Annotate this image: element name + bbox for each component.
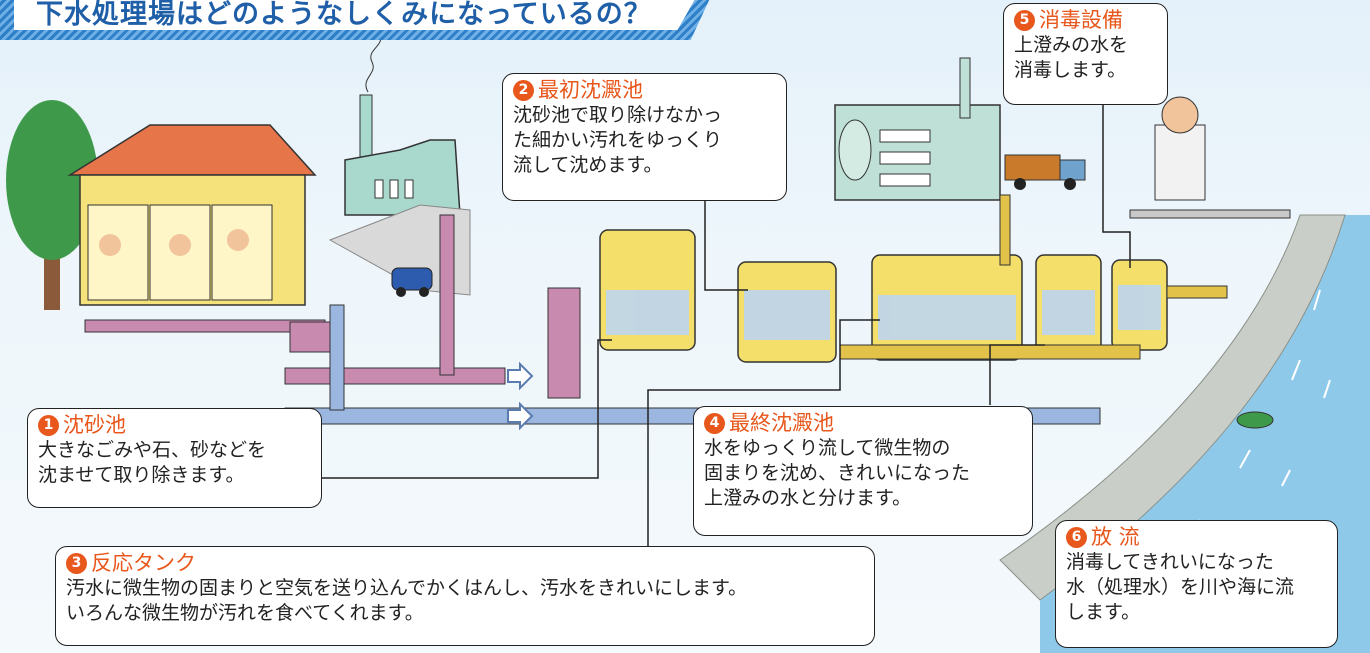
truck-icon [1004,154,1086,190]
callout-heading: 6 放 流 [1066,525,1327,550]
callout-disinfection: 5 消毒設備 上澄みの水を 消毒します。 [1003,3,1168,105]
title-banner: 下水処理場はどのようなしくみになっているの？ [0,0,712,40]
callout-body: 水をゆっくり流して微生物の 固まりを沈め、きれいになった 上澄みの水と分けます。 [704,437,971,509]
leader-lines [320,100,1131,548]
callout-reaction-tank: 3 反応タンク 汚水に微生物の固まりと空気を送り込んでかくはんし、汚水をきれいに… [55,546,875,646]
rain-pipe-vertical [329,304,345,411]
step-number-badge: 4 [704,413,725,434]
callout-body: 沈砂池で取り除けなかっ た細かい汚れをゆっくり 流して沈めます。 [513,104,723,176]
step-number-badge: 3 [66,553,87,574]
callout-title: 最終沈澱池 [729,411,834,435]
house-icon [67,124,317,306]
callout-title: 最初沈澱池 [538,78,643,102]
page-title: 下水処理場はどのようなしくみになっているの？ [36,0,652,30]
callout-heading: 5 消毒設備 [1014,8,1157,33]
river-ripples [1189,289,1331,537]
car-icon [391,267,433,297]
callout-settling-basin: 1 沈砂池 大きなごみや石、砂などを 沈ませて取り除きます。 [27,408,322,508]
tree-icon [6,100,98,310]
step-number-badge: 2 [513,80,534,101]
tank-water [606,285,1161,340]
callout-discharge: 6 放 流 消毒してきれいになった 水（処理水）を川や海に流 します。 [1055,520,1338,648]
factory-icon [344,35,461,216]
step-number-badge: 6 [1066,527,1087,548]
step-number-badge: 5 [1014,10,1035,31]
callout-heading: 1 沈砂池 [38,413,311,438]
callout-body: 大きなごみや石、砂などを 沈ませて取り除きます。 [38,439,267,486]
fish-icon [1236,411,1274,429]
river-embankment [999,214,1346,601]
callout-title: 消毒設備 [1039,8,1123,32]
callout-final-sedimentation: 4 最終沈澱池 水をゆっくり流して微生物の 固まりを沈め、きれいになった 上澄み… [693,406,1033,536]
scientist-icon [1129,96,1291,219]
title-inner: 下水処理場はどのようなしくみになっているの？ [14,0,698,30]
callout-primary-sedimentation: 2 最初沈澱池 沈砂池で取り除けなかっ た細かい汚れをゆっくり 流して沈めます。 [502,73,787,201]
step-number-badge: 1 [38,415,59,436]
callout-title: 放 流 [1091,525,1140,549]
callout-body: 消毒してきれいになった 水（処理水）を川や海に流 します。 [1066,551,1295,623]
callout-title: 反応タンク [91,551,196,575]
callout-heading: 3 反応タンク [66,551,864,576]
callout-body: 上澄みの水を 消毒します。 [1014,34,1129,81]
callout-title: 沈砂池 [63,413,126,437]
callout-heading: 4 最終沈澱池 [704,411,1022,436]
control-building-icon [834,57,1001,201]
callout-body: 汚水に微生物の固まりと空気を送り込んでかくはんし、汚水をきれいにします。 いろん… [66,577,748,624]
flow-arrow-icon [507,361,534,431]
callout-heading: 2 最初沈澱池 [513,78,776,103]
